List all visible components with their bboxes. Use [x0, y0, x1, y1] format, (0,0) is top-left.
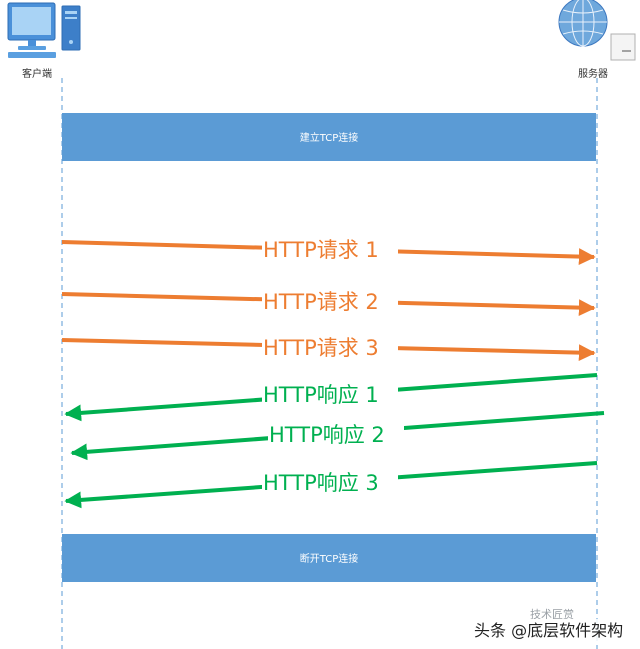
watermark-faded-text: 技术匠赏 [530, 608, 574, 621]
response-label-2: HTTP响应 2 [269, 423, 385, 447]
request-arrow-2: HTTP请求 2 [61, 288, 596, 316]
desktop-computer-icon [7, 2, 81, 58]
request-arrow-3: HTTP请求 3 [61, 334, 596, 362]
request-label-1: HTTP请求 1 [263, 238, 379, 262]
watermark: 技术匠赏 头条 @底层软件架构 [470, 608, 636, 641]
response-arrow-2: HTTP响应 2 [70, 411, 605, 461]
response-arrow-3: HTTP响应 3 [64, 461, 598, 509]
globe-server-icon [558, 0, 636, 61]
client-label: 客户端 [22, 67, 52, 80]
connect-bar-label: 建立TCP连接 [300, 131, 359, 144]
request-label-2: HTTP请求 2 [263, 290, 379, 314]
connect-bar [62, 113, 596, 161]
request-arrow-1: HTTP请求 1 [61, 236, 596, 265]
request-label-3: HTTP请求 3 [263, 336, 379, 360]
response-label-1: HTTP响应 1 [263, 383, 379, 407]
response-label-3: HTTP响应 3 [263, 471, 379, 495]
disconnect-bar [62, 534, 596, 582]
watermark-text: 头条 @底层软件架构 [474, 621, 623, 640]
response-arrow-1: HTTP响应 1 [64, 373, 598, 422]
server-label: 服务器 [578, 67, 608, 80]
disconnect-bar-label: 断开TCP连接 [300, 552, 359, 565]
